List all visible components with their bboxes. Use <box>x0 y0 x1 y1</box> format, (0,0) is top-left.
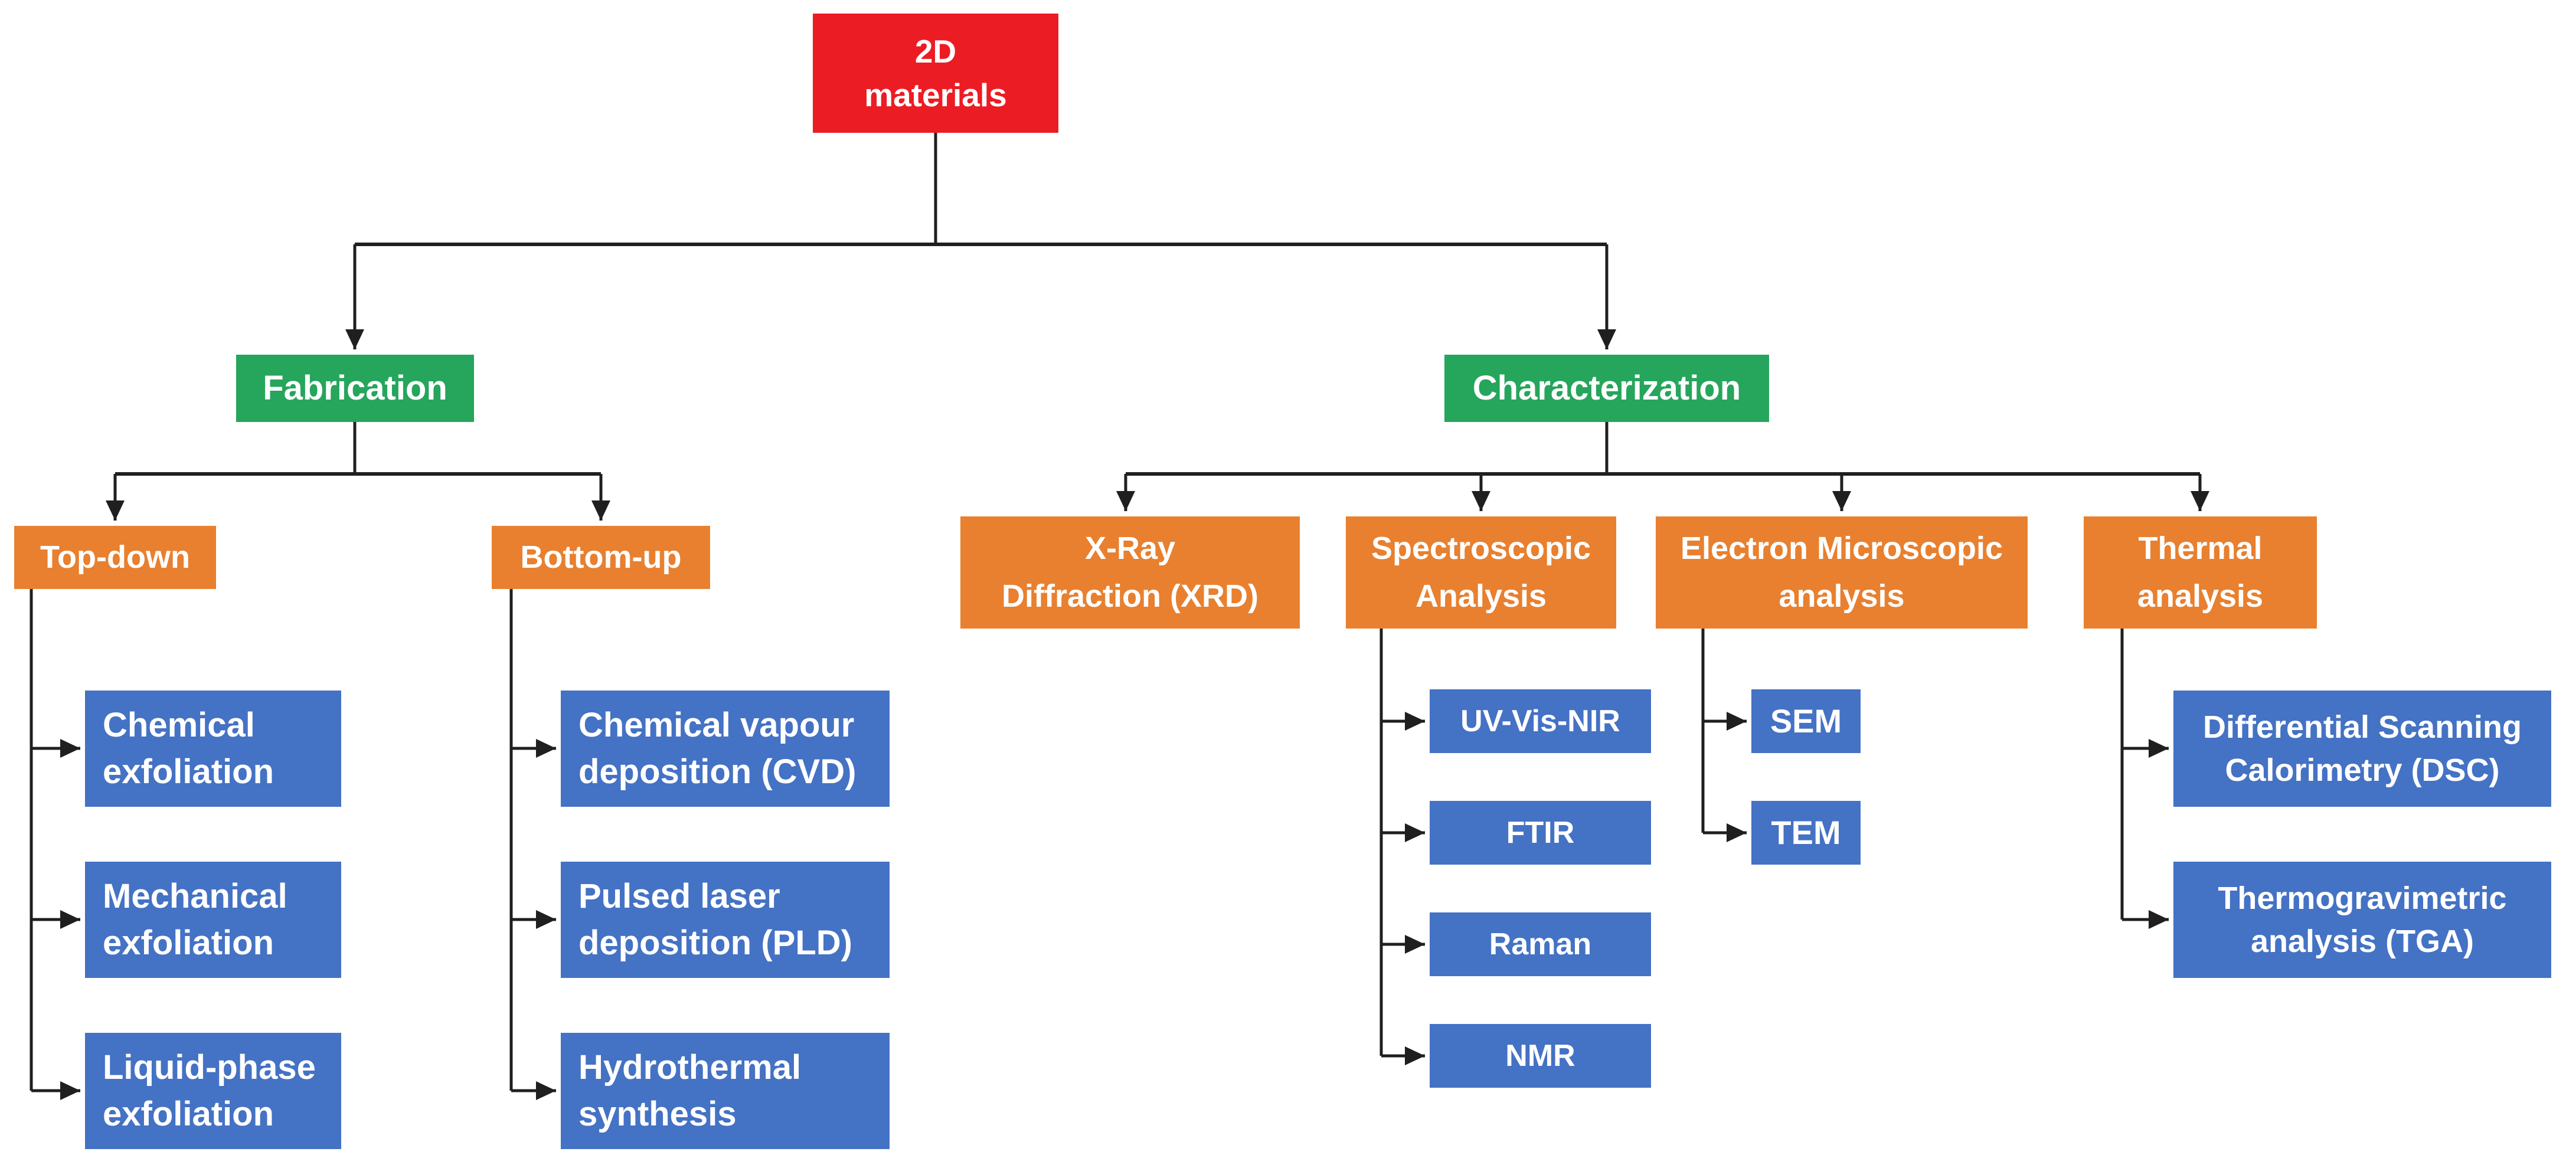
node-mechanical-exfoliation: Mechanical exfoliation <box>85 862 341 978</box>
node-characterization: Characterization <box>1444 355 1769 422</box>
node-thermal-analysis: Thermal analysis <box>2084 516 2317 629</box>
node-bottom-up: Bottom-up <box>492 526 710 589</box>
node-2d-materials: 2D materials <box>813 14 1058 133</box>
node-fabrication: Fabrication <box>236 355 474 422</box>
node-electron-microscopic-analysis: Electron Microscopic analysis <box>1656 516 2028 629</box>
node-uv-vis-nir: UV-Vis-NIR <box>1430 689 1651 753</box>
node-dsc: Differential Scanning Calorimetry (DSC) <box>2173 691 2551 807</box>
node-nmr: NMR <box>1430 1024 1651 1088</box>
node-xray-diffraction: X-Ray Diffraction (XRD) <box>960 516 1300 629</box>
node-tem: TEM <box>1751 801 1861 865</box>
node-tga: Thermogravimetric analysis (TGA) <box>2173 862 2551 978</box>
node-sem: SEM <box>1751 689 1861 753</box>
node-ftir: FTIR <box>1430 801 1651 865</box>
node-cvd: Chemical vapour deposition (CVD) <box>561 691 890 807</box>
node-chemical-exfoliation: Chemical exfoliation <box>85 691 341 807</box>
node-raman: Raman <box>1430 912 1651 976</box>
node-hydrothermal-synthesis: Hydrothermal synthesis <box>561 1033 890 1149</box>
node-pld: Pulsed laser deposition (PLD) <box>561 862 890 978</box>
node-spectroscopic-analysis: Spectroscopic Analysis <box>1346 516 1616 629</box>
node-liquid-phase-exfoliation: Liquid-phase exfoliation <box>85 1033 341 1149</box>
node-top-down: Top-down <box>14 526 216 589</box>
